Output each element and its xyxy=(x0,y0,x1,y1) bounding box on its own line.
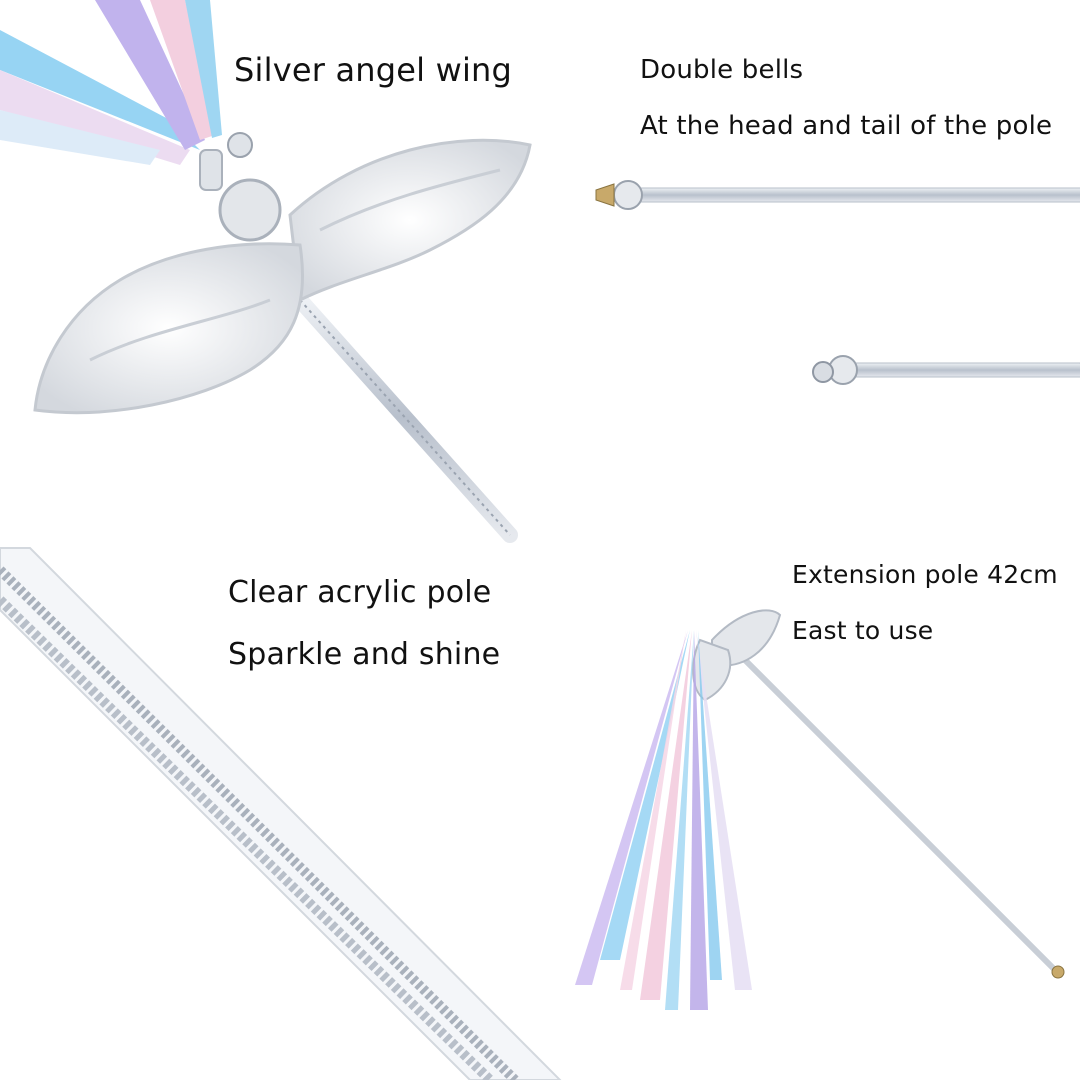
tassel xyxy=(575,630,752,1010)
caption-clear-acrylic-pole: Clear acrylic pole xyxy=(228,575,492,610)
acrylic-pole-illustration xyxy=(0,547,562,1080)
angel-wing-illustration xyxy=(0,0,532,543)
caption-extension-pole: Extension pole 42cm xyxy=(792,560,1058,589)
caption-double-bells: Double bells xyxy=(640,55,804,85)
caption-sparkle-and-shine: Sparkle and shine xyxy=(228,637,501,672)
ribbons-top-left xyxy=(0,0,222,165)
caption-silver-angel-wing: Silver angel wing xyxy=(234,51,513,89)
pole-with-bells-illustration xyxy=(595,180,1080,385)
caption-bells-position: At the head and tail of the pole xyxy=(640,111,1053,141)
full-wand-illustration xyxy=(575,609,1065,1010)
caption-easy-to-use: East to use xyxy=(792,616,934,645)
